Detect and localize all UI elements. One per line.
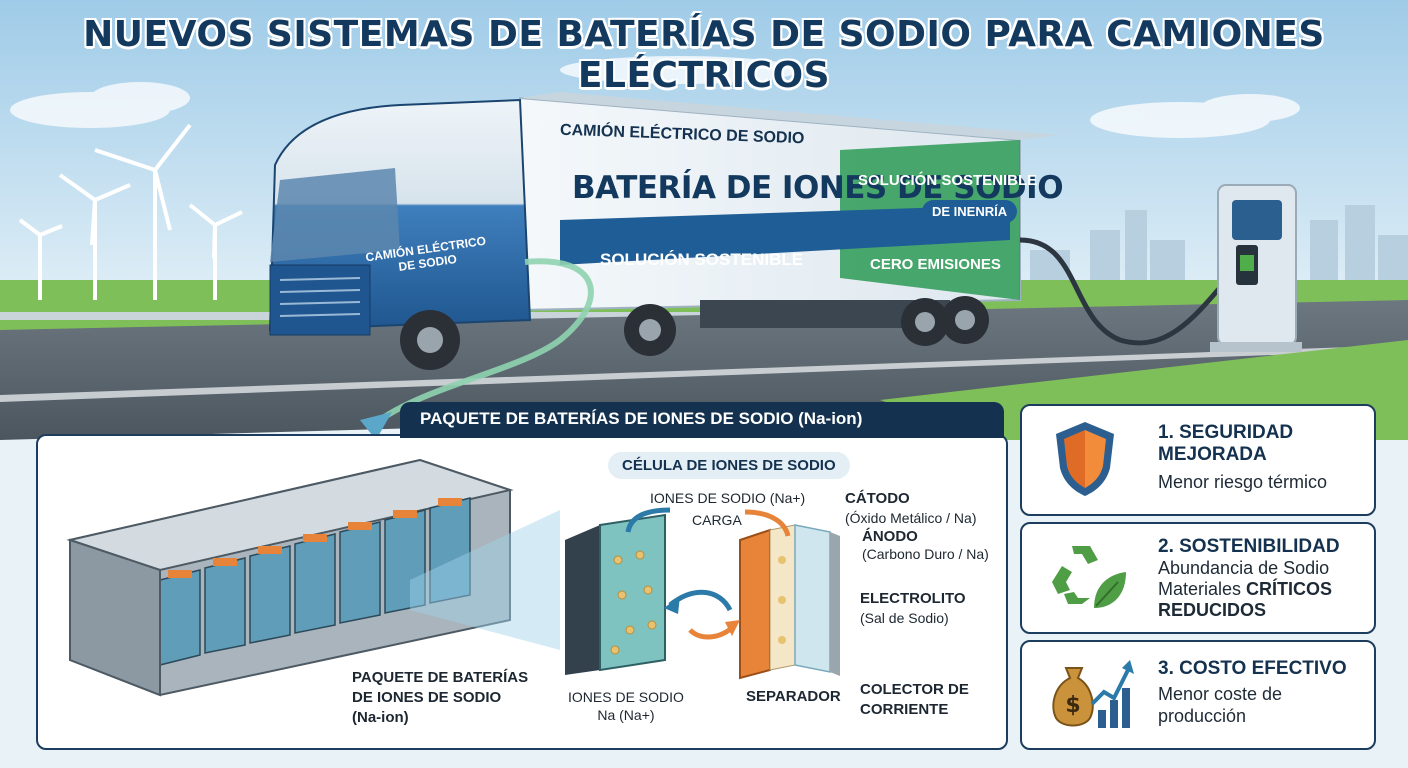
anodo-sub-label: (Carbono Duro / Na) [862, 546, 989, 562]
pack-panel-header: PAQUETE DE BATERÍAS DE IONES DE SODIO (N… [420, 409, 863, 428]
colector-label: COLECTOR DE CORRIENTE [860, 680, 969, 720]
electrolito-label: ELECTROLITO [860, 590, 966, 607]
benefit-2-desc-line2b: CRÍTICOS [1246, 579, 1333, 599]
charging-station [1210, 184, 1302, 352]
benefit-3-desc-line2: producción [1158, 706, 1247, 726]
trailer-right-top-label: SOLUCIÓN SOSTENIBLE [858, 172, 1038, 189]
truck-trailer [519, 92, 1060, 356]
benefit-2-desc-line2: Materiales CRÍTICOS [1158, 579, 1332, 600]
benefit-card-3: $ 3. COSTO EFECTIVO Menor coste de produ… [1020, 640, 1376, 750]
page-title: NUEVOS SISTEMAS DE BATERÍAS DE SODIO PAR… [83, 14, 1325, 96]
ions-bottom-label: IONES DE SODIO Na (Na+) [568, 688, 684, 724]
svg-text:$: $ [1065, 693, 1080, 718]
pack-label-line1: PAQUETE DE BATERÍAS [352, 669, 529, 686]
benefit-3-desc-line1: Menor coste de [1158, 684, 1283, 704]
money-growth-icon: $ [1052, 660, 1134, 728]
zoom-beam [410, 510, 560, 650]
ions-top-label: IONES DE SODIO (Na+) [650, 490, 806, 506]
benefit-2-desc-line1: Abundancia de Sodio [1158, 558, 1330, 578]
pack-label-line3: (Na-ion) [352, 709, 409, 726]
cell-header: CÉLULA DE IONES DE SODIO [608, 452, 850, 479]
benefit-2-title: 2. SOSTENIBILIDAD [1158, 536, 1340, 557]
benefit-1-desc: Menor riesgo térmico [1158, 472, 1328, 492]
trailer-badge: DE INENRÍA [922, 200, 1018, 223]
pack-panel-header-bar [400, 402, 1004, 438]
ions-bottom-line1: IONES DE SODIO [568, 689, 684, 705]
colector-line2: CORRIENTE [860, 701, 949, 718]
ions-bottom-line2: Na (Na+) [597, 707, 655, 723]
colector-line1: COLECTOR DE [860, 681, 969, 698]
wind-turbine-icon [18, 123, 243, 300]
pack-label: PAQUETE DE BATERÍAS DE IONES DE SODIO (N… [352, 668, 528, 728]
catodo-sub-label: (Óxido Metálico / Na) [845, 510, 977, 526]
electrolito-sub-label: (Sal de Sodio) [860, 610, 949, 626]
benefit-1-title-line2: MEJORADA [1158, 444, 1267, 465]
battery-pack-illustration [66, 458, 514, 697]
pack-label-line2: DE IONES DE SODIO [352, 689, 502, 706]
separador-label: SEPARADOR [746, 688, 841, 705]
recycle-leaf-icon [1052, 546, 1126, 608]
anodo-label: ÁNODO [862, 528, 918, 545]
truck-cab [268, 98, 532, 370]
benefit-card-2: 2. SOSTENIBILIDAD Abundancia de Sodio Ma… [1020, 522, 1376, 634]
catodo-label: CÁTODO [845, 490, 910, 507]
benefit-2-desc-line2a: Materiales [1158, 579, 1247, 599]
benefit-3-title: 3. COSTO EFECTIVO [1158, 658, 1347, 679]
carga-label: CARGA [692, 512, 742, 528]
benefit-2-desc-line3: REDUCIDOS [1158, 600, 1267, 620]
trailer-bottom-left-label: SOLUCIÓN SOSTENIBLE [600, 250, 804, 269]
trailer-bottom-right-label: CERO EMISIONES [870, 256, 1001, 273]
cell-illustration [565, 507, 840, 680]
benefit-card-1: 1. SEGURIDAD MEJORADA Menor riesgo térmi… [1020, 404, 1376, 516]
benefit-1-title-line1: 1. SEGURIDAD [1158, 422, 1294, 443]
shield-icon [1056, 422, 1114, 496]
